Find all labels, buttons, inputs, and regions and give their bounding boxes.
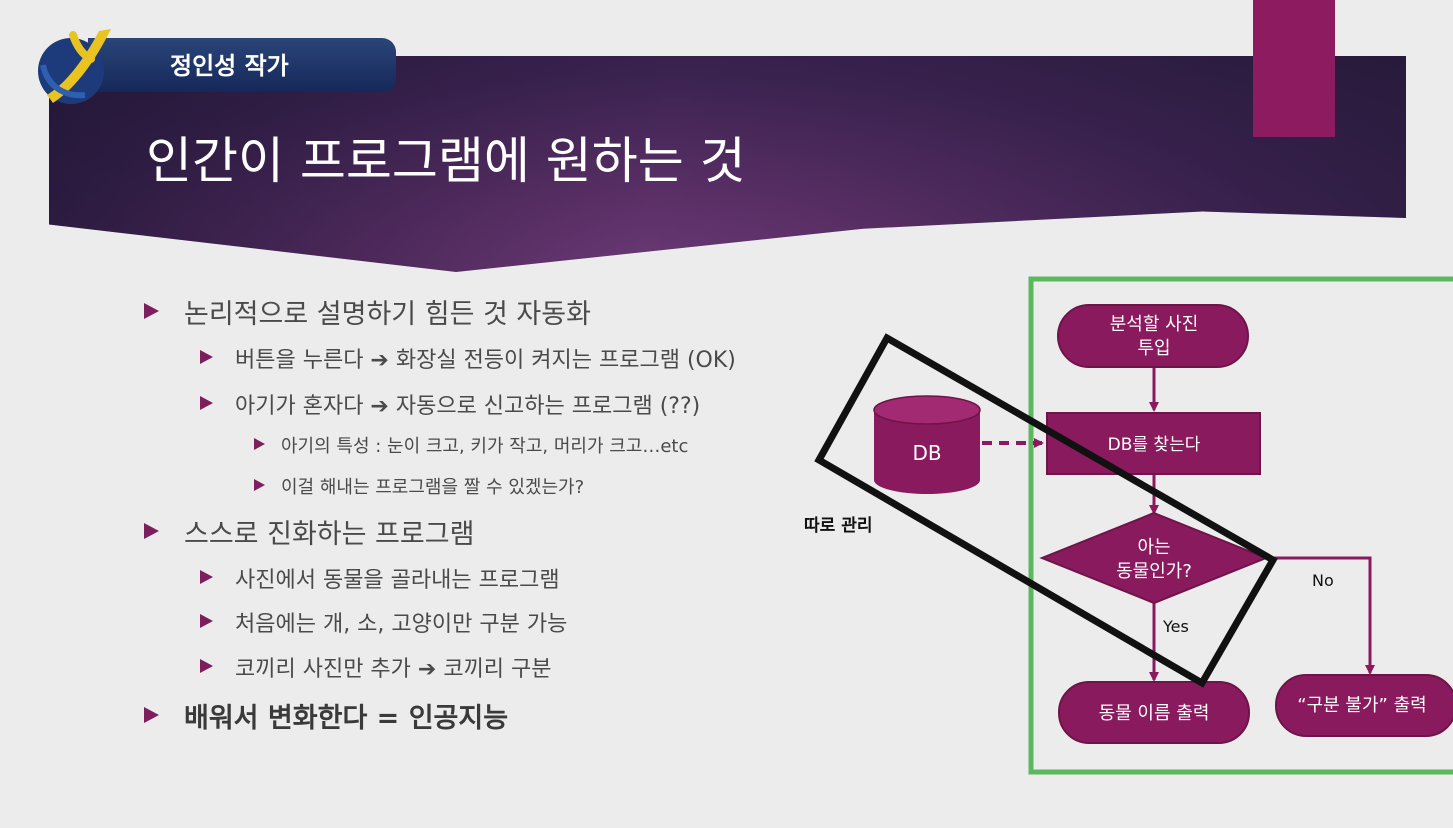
output-unknown-node: [1275, 674, 1453, 737]
connectors: [982, 367, 1375, 682]
triangle-bullet-icon: [144, 523, 159, 539]
decision-node: [1039, 511, 1269, 605]
triangle-bullet-icon: [200, 350, 213, 364]
bullet-text: 논리적으로 설명하기 힘든 것 자동화: [184, 299, 591, 330]
bullet-text: 코끼리 사진만 추가 ➔ 코끼리 구분: [235, 657, 552, 682]
highlight-frame: [1028, 276, 1453, 775]
bullet-text: 아기가 혼자다 ➔ 자동으로 신고하는 프로그램 (??): [235, 394, 701, 419]
decision-line2: 동물인가?: [1116, 561, 1192, 582]
annotation-box: [814, 333, 1278, 688]
db-label: DB: [912, 441, 941, 465]
corner-accent-tab: [1253, 0, 1335, 137]
triangle-bullet-icon: [200, 570, 213, 584]
brand-name: 정인성 작가: [170, 52, 289, 80]
triangle-bullet-icon: [144, 303, 159, 319]
triangle-bullet-icon: [254, 479, 265, 491]
decision-line1: 아는: [1137, 537, 1170, 558]
start-node-line2: 투입: [1137, 338, 1170, 359]
find-db-process: [1046, 412, 1261, 475]
yes-label: Yes: [1162, 617, 1189, 636]
connector-no: [1266, 556, 1375, 675]
bullet-text: 버튼을 누른다 ➔ 화장실 전등이 켜지는 프로그램 (OK): [235, 348, 736, 373]
output-name-node: [1058, 681, 1250, 744]
bullet-text: 처음에는 개, 소, 고양이만 구분 가능: [235, 612, 568, 637]
triangle-bullet-icon: [200, 396, 213, 410]
swoosh-logo-icon: [38, 29, 111, 104]
slide-title: 인간이 프로그램에 원하는 것: [146, 132, 746, 190]
database-cylinder-icon: [873, 395, 981, 494]
triangle-bullet-icon: [144, 707, 159, 723]
triangle-bullet-icon: [200, 614, 213, 628]
bullet-text: 배워서 변화한다 = 인공지능: [184, 703, 509, 734]
start-node: [1057, 304, 1249, 368]
brand-bar: [88, 38, 396, 92]
start-node-line1: 분석할 사진: [1110, 314, 1199, 335]
bullet-text: 사진에서 동물을 골라내는 프로그램: [235, 568, 560, 593]
output-name-label: 동물 이름 출력: [1099, 703, 1210, 724]
title-banner: [49, 56, 1406, 272]
triangle-bullet-icon: [200, 659, 213, 673]
bullet-text: 이걸 해내는 프로그램을 짤 수 있겠는가?: [281, 477, 585, 498]
triangle-bullet-icon: [254, 438, 265, 450]
output-unknown-label: “구분 불가” 출력: [1297, 695, 1426, 716]
bullet-text: 아기의 특성 : 눈이 크고, 키가 작고, 머리가 크고…etc: [281, 436, 689, 457]
no-label: No: [1312, 571, 1334, 590]
side-note: 따로 관리: [804, 516, 873, 536]
find-db-label: DB를 찾는다: [1108, 435, 1201, 455]
bullet-text: 스스로 진화하는 프로그램: [184, 519, 475, 550]
